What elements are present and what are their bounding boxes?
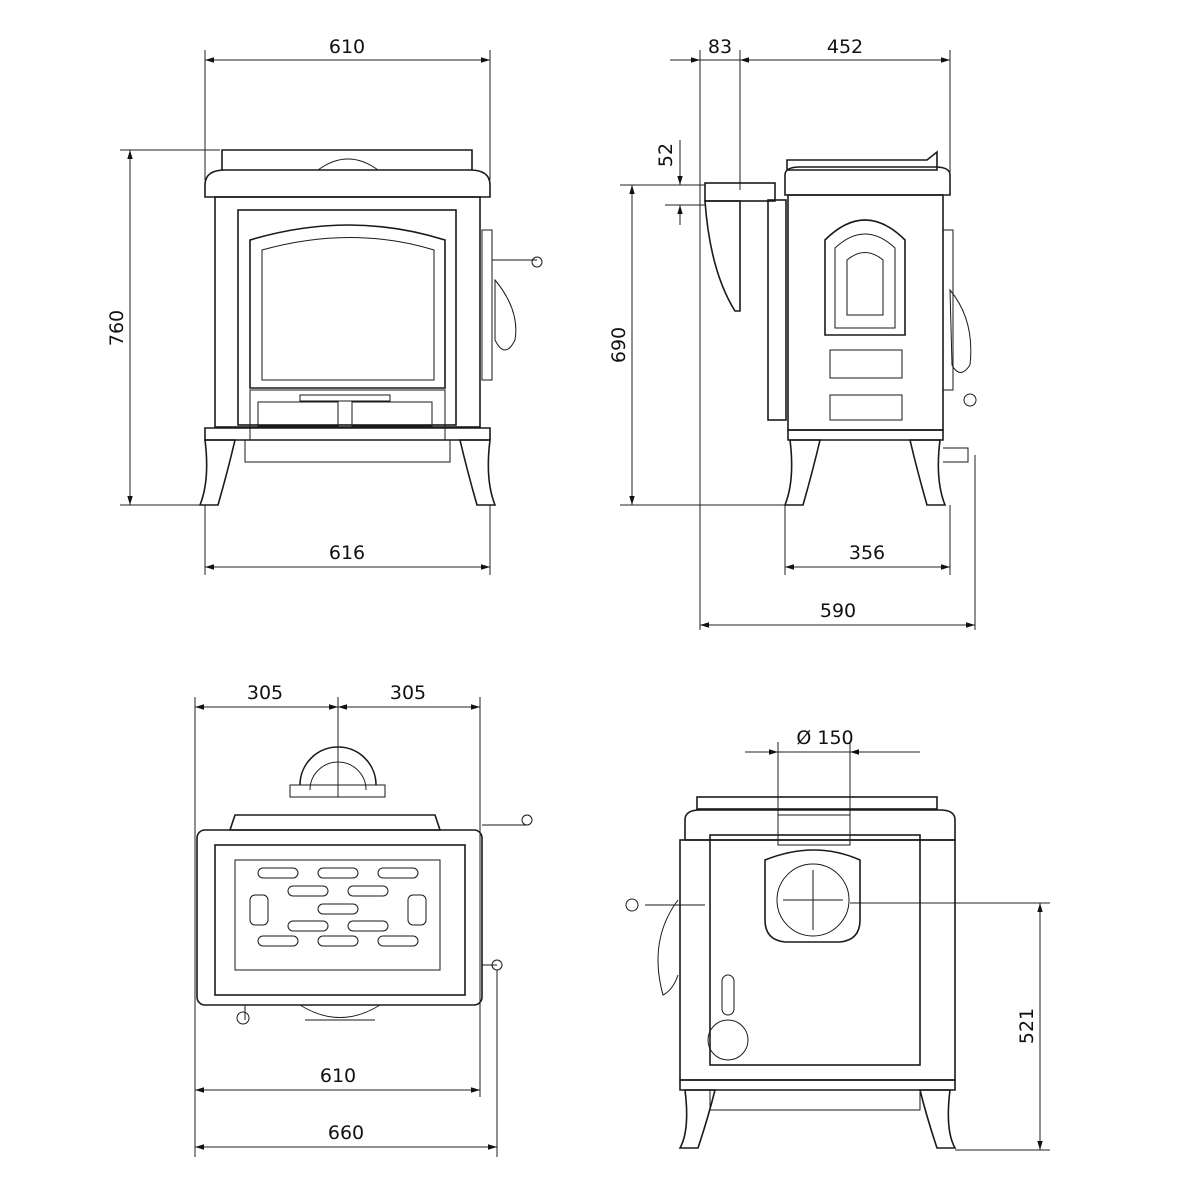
dim-front-width-bottom: 616	[329, 542, 365, 564]
dim-rear-flue-diameter: Ø 150	[796, 727, 853, 749]
front-view	[198, 149, 543, 506]
dimensions: 610 760 616 83 452 52 690 356 590 305 30…	[106, 36, 1050, 1157]
rear-view	[625, 796, 957, 1149]
dim-rear-flue-height: 521	[1016, 1008, 1038, 1044]
dim-top-half-left: 305	[247, 682, 283, 704]
dim-side-flue-offset: 83	[708, 36, 732, 58]
top-view	[196, 746, 533, 1025]
dim-front-height: 760	[106, 310, 128, 346]
dim-front-width-top: 610	[329, 36, 365, 58]
side-view	[704, 150, 977, 506]
dim-side-leg-depth: 356	[849, 542, 885, 564]
dim-top-width: 610	[320, 1065, 356, 1087]
dim-side-depth-total: 590	[820, 600, 856, 622]
dim-side-depth-top: 452	[827, 36, 863, 58]
dim-side-flue-drop: 52	[655, 143, 677, 167]
dim-top-half-right: 305	[390, 682, 426, 704]
dim-side-height: 690	[608, 327, 630, 363]
dim-top-width-total: 660	[328, 1122, 364, 1144]
